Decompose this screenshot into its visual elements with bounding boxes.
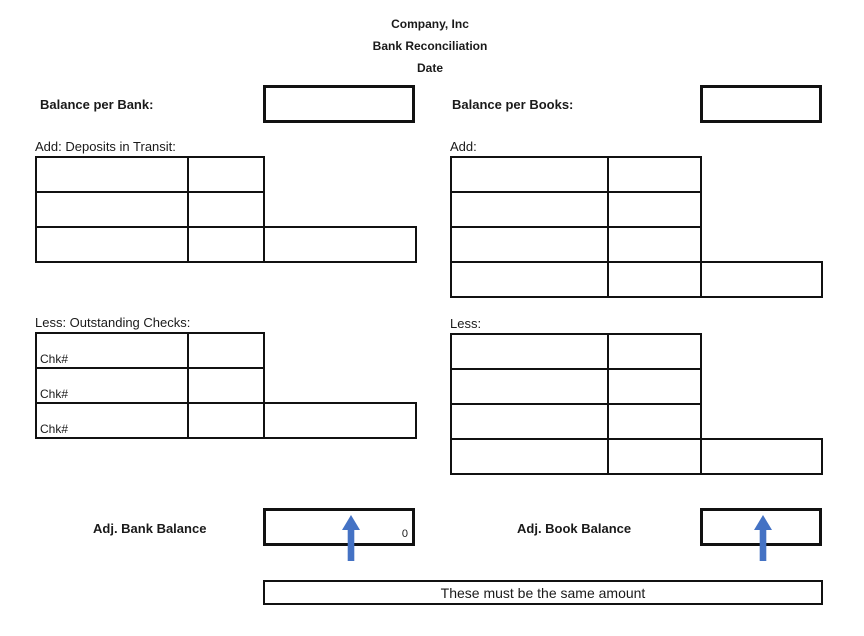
books-add-total-cell[interactable] <box>700 261 823 298</box>
company-name: Company, Inc <box>391 17 469 31</box>
books-less-row3-amount-cell[interactable] <box>607 403 702 440</box>
check-row1-desc-cell[interactable]: Chk# <box>35 332 189 369</box>
balance-per-bank-label: Balance per Bank: <box>40 97 154 112</box>
books-add-row2-desc-cell[interactable] <box>450 191 609 228</box>
deposits-total-cell[interactable] <box>263 226 417 263</box>
balance-per-books-label: Balance per Books: <box>452 97 574 112</box>
deposit-row3-amount-cell[interactable] <box>187 226 265 263</box>
deposit-row1-desc-cell[interactable] <box>35 156 189 193</box>
up-arrow-icon <box>754 515 772 561</box>
checks-total-cell[interactable] <box>263 402 417 439</box>
books-add-row1-desc-cell[interactable] <box>450 156 609 193</box>
up-arrow-icon <box>342 515 360 561</box>
balance-per-books-input[interactable] <box>700 85 822 123</box>
check-number-label: Chk# <box>40 387 69 401</box>
books-less-row2-amount-cell[interactable] <box>607 368 702 405</box>
books-less-row1-amount-cell[interactable] <box>607 333 702 370</box>
deposit-row2-amount-cell[interactable] <box>187 191 265 228</box>
check-row3-desc-cell[interactable]: Chk# <box>35 402 189 439</box>
check-row2-amount-cell[interactable] <box>187 367 265 404</box>
books-add-row2-amount-cell[interactable] <box>607 191 702 228</box>
books-less-row4-desc-cell[interactable] <box>450 438 609 475</box>
same-amount-note-box: These must be the same amount <box>263 580 823 605</box>
check-row1-amount-cell[interactable] <box>187 332 265 369</box>
report-title: Bank Reconciliation <box>372 39 488 53</box>
books-less-label: Less: <box>450 316 482 331</box>
books-add-row3-amount-cell[interactable] <box>607 226 702 263</box>
books-less-row2-desc-cell[interactable] <box>450 368 609 405</box>
check-row2-desc-cell[interactable]: Chk# <box>35 367 189 404</box>
check-number-label: Chk# <box>40 352 69 366</box>
books-add-label: Add: <box>450 139 477 154</box>
deposit-row2-desc-cell[interactable] <box>35 191 189 228</box>
same-amount-note: These must be the same amount <box>440 584 646 601</box>
balance-per-bank-input[interactable] <box>263 85 415 123</box>
adj-bank-balance-value: 0 <box>401 528 408 540</box>
check-number-label: Chk# <box>40 422 69 436</box>
adj-bank-balance-label: Adj. Bank Balance <box>93 521 207 536</box>
check-row3-amount-cell[interactable] <box>187 402 265 439</box>
books-add-row4-amount-cell[interactable] <box>607 261 702 298</box>
outstanding-checks-label: Less: Outstanding Checks: <box>35 315 191 330</box>
date-label: Date <box>416 61 444 75</box>
books-less-row1-desc-cell[interactable] <box>450 333 609 370</box>
worksheet-header: Company, Inc Bank Reconciliation Date <box>373 13 488 79</box>
books-add-row4-desc-cell[interactable] <box>450 261 609 298</box>
adj-book-balance-label: Adj. Book Balance <box>517 521 632 536</box>
deposit-row1-amount-cell[interactable] <box>187 156 265 193</box>
books-add-row3-desc-cell[interactable] <box>450 226 609 263</box>
books-less-total-cell[interactable] <box>700 438 823 475</box>
adj-bank-balance-field[interactable]: 0 <box>263 508 415 546</box>
deposit-row3-desc-cell[interactable] <box>35 226 189 263</box>
deposits-in-transit-label: Add: Deposits in Transit: <box>35 139 176 154</box>
books-less-row3-desc-cell[interactable] <box>450 403 609 440</box>
books-less-row4-amount-cell[interactable] <box>607 438 702 475</box>
books-add-row1-amount-cell[interactable] <box>607 156 702 193</box>
